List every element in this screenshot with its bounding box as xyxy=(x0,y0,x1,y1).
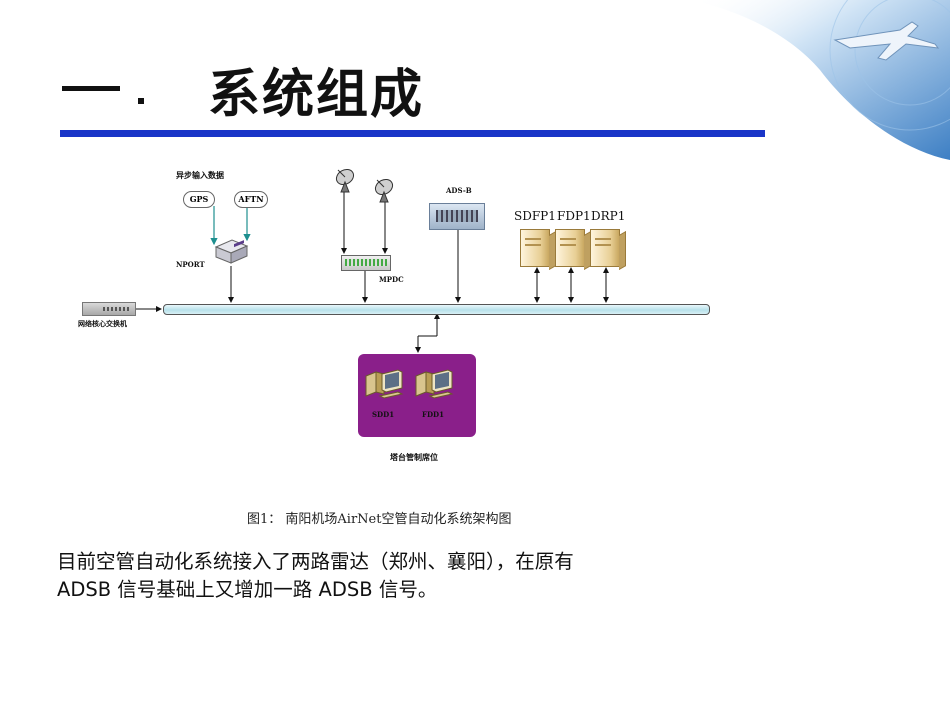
adsb-label: ADS-B xyxy=(446,186,472,195)
server-label-sdfp1: SDFP1 xyxy=(514,209,556,223)
figure-caption: 图1： 南阳机场AirNet空管自动化系统架构图 xyxy=(247,512,512,527)
network-switch-icon xyxy=(82,302,136,316)
title-number-dash xyxy=(62,86,120,91)
server-icon xyxy=(590,229,620,267)
server-icon xyxy=(555,229,585,267)
radar-dish-icon xyxy=(335,168,355,193)
body-paragraph: 目前空管自动化系统接入了两路雷达（郑州、襄阳），在原有 ADSB 信号基础上又增… xyxy=(57,548,757,604)
gps-node: GPS xyxy=(183,191,215,208)
tower-label: 塔台管制席位 xyxy=(390,452,438,462)
async-input-label: 异步输入数据 xyxy=(176,170,224,180)
mpdc-label: MPDC xyxy=(379,275,404,284)
workstation-icon xyxy=(415,369,454,399)
workstation-label-sdd1: SDD1 xyxy=(372,410,395,419)
tower-position-box: SDD1 FDD1 xyxy=(358,354,476,437)
server-label-fdp1: FDP1 xyxy=(557,209,591,223)
network-bus xyxy=(163,304,710,315)
body-line-1: 目前空管自动化系统接入了两路雷达（郑州、襄阳），在原有 xyxy=(57,550,574,573)
page-title: 系统组成 xyxy=(208,65,425,125)
nport-label: NPORT xyxy=(176,260,205,269)
aftn-node: AFTN xyxy=(234,191,268,208)
server-icon xyxy=(520,229,550,267)
workstation-label-fdd1: FDD1 xyxy=(422,410,444,419)
switch-label: 网络核心交换机 xyxy=(78,319,127,328)
title-number-dot xyxy=(138,98,144,104)
radar-dish-icon-2 xyxy=(374,178,394,203)
adsb-device-icon xyxy=(429,203,485,230)
workstation-icon xyxy=(365,369,404,399)
title-underline xyxy=(60,130,765,137)
mpdc-device-icon xyxy=(341,255,391,271)
airplane-banner-image xyxy=(690,0,950,160)
nport-device-icon xyxy=(214,239,249,264)
body-line-2: ADSB 信号基础上又增加一路 ADSB 信号。 xyxy=(57,578,438,601)
server-label-drp1: DRP1 xyxy=(591,209,626,223)
